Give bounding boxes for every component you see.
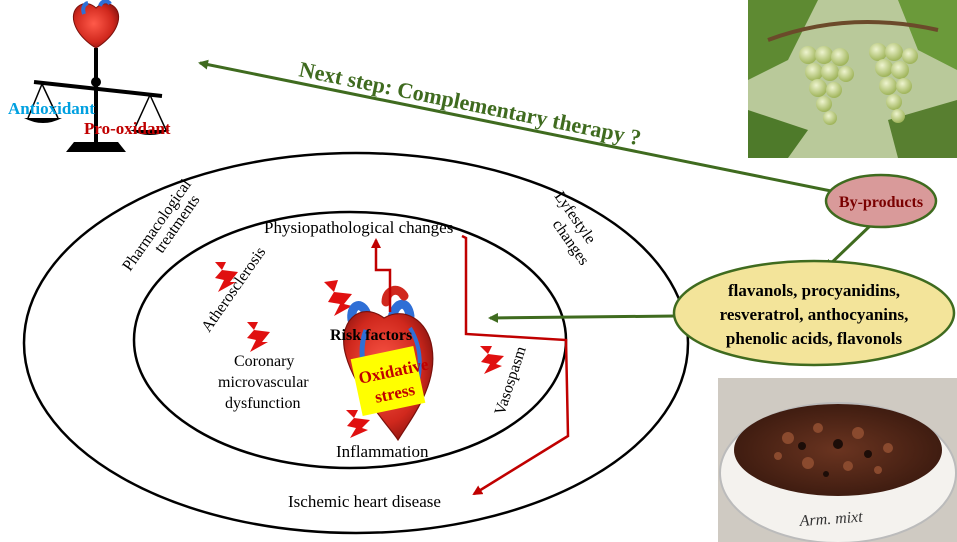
antioxidant-label: Antioxidant <box>8 99 95 118</box>
vasospasm-label: Vasospasm <box>492 344 530 417</box>
outer-ellipse <box>22 151 690 535</box>
lightning-icon-4 <box>480 346 504 374</box>
physiopathological-label: Physiopathological changes <box>264 218 453 237</box>
compounds-to-diagram-arrow <box>488 312 677 323</box>
coronary-label-3: dysfunction <box>225 395 301 412</box>
next-step-arrow <box>198 59 837 194</box>
atherosclerosis-label: Atherosclerosis <box>198 244 269 335</box>
byproducts-label: By-products <box>839 194 923 211</box>
next-step-label: Next step: Complementary therapy ? <box>297 56 643 150</box>
inflammation-label: Inflammation <box>336 442 429 461</box>
oxidative-stress-box <box>350 345 426 417</box>
grapes-photo <box>748 0 957 158</box>
byproducts-ellipse <box>824 173 938 229</box>
compounds-line-3: phenolic acids, flavonols <box>726 329 903 348</box>
risk-factors-label: Risk factors <box>330 327 412 344</box>
lightning-icon-5 <box>346 410 370 438</box>
lightning-icon-3 <box>324 280 352 316</box>
pomace-bowl-photo: Arm. mixt <box>718 378 957 542</box>
pomace-bowl-label: Arm. mixt <box>798 509 864 530</box>
coronary-label-1: Coronary <box>234 353 294 370</box>
physio-to-ischemic-arrow <box>461 234 570 496</box>
compounds-line-1: flavanols, procyanidins, <box>728 281 900 300</box>
lightning-icon-1 <box>215 262 238 292</box>
coronary-label-2: microvascular <box>218 374 309 391</box>
compounds-ellipse <box>672 259 956 367</box>
risk-to-physio-arrow <box>371 238 392 312</box>
compounds-line-2: resveratrol, anthocyanins, <box>720 305 909 324</box>
ischemic-heart-disease-label: Ischemic heart disease <box>288 492 441 511</box>
lightning-icon-2 <box>247 322 270 352</box>
heart-balance-icon <box>24 0 170 152</box>
prooxidant-label: Pro-oxidant <box>84 119 171 138</box>
